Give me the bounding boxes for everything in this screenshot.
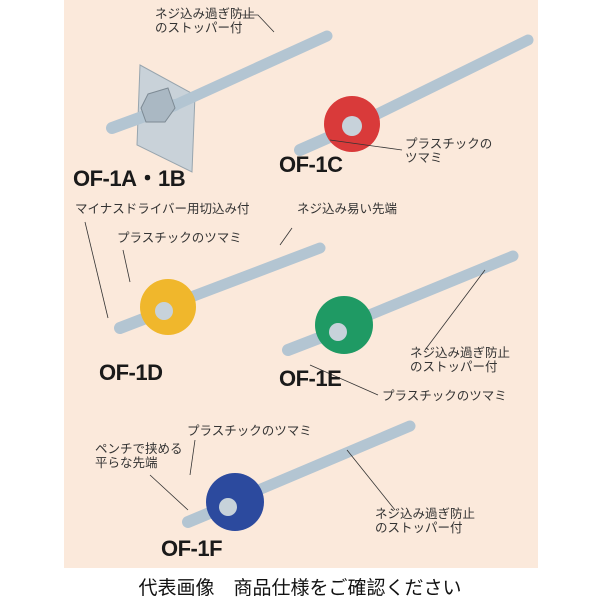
label-line: 平らな先端: [95, 455, 158, 470]
stopper-label-1f: ネジ込み過ぎ防止のストッパー付: [375, 507, 475, 535]
leader-lines: [84, 14, 486, 511]
anchor-bolt-of-1a-1b: [106, 30, 333, 173]
model-of-1f: OF-1F: [161, 536, 223, 561]
driver-slot-label: マイナスドライバー用切込み付: [75, 201, 250, 216]
model-of-1a-1b: OF-1A・1B: [73, 166, 186, 191]
knob-label-1e: プラスチックのツマミ: [382, 388, 507, 403]
label-line: プラスチックの: [405, 136, 493, 151]
anchor-bolt-of-1e: [282, 250, 519, 356]
anchor-bolt-of-1f: [182, 420, 416, 531]
model-of-1e: OF-1E: [279, 366, 342, 391]
label-line: ネジ込み過ぎ防止: [375, 506, 476, 521]
label-line: のストッパー付: [410, 359, 498, 374]
knob-label-1f: プラスチックのツマミ: [187, 423, 312, 438]
label-line: ネジ込み過ぎ防止: [410, 345, 511, 360]
knob-label-1d: プラスチックのツマミ: [117, 230, 242, 245]
label-line: のストッパー付: [375, 520, 463, 535]
label-line: ペンチで挟める: [95, 441, 183, 456]
stopper-label-1a: ネジ込み過ぎ防止のストッパー付: [155, 7, 255, 35]
anchor-bolt-of-1c: [294, 34, 534, 156]
anchor-bolt-of-1d: [114, 242, 326, 335]
label-line: ツマミ: [405, 150, 443, 165]
model-of-1c: OF-1C: [279, 152, 343, 177]
stopper-label-1e: ネジ込み過ぎ防止のストッパー付: [410, 346, 510, 374]
easy-tip-label: ネジ込み易い先端: [297, 201, 398, 216]
label-line: ネジ込み過ぎ防止: [155, 6, 256, 21]
model-of-1d: OF-1D: [99, 360, 163, 385]
label-line: のストッパー付: [155, 20, 243, 35]
knob-label-1c: プラスチックのツマミ: [405, 137, 492, 165]
flat-tip-label: ペンチで挟める平らな先端: [95, 442, 183, 470]
image-caption: 代表画像 商品仕様をご確認ください: [138, 577, 462, 599]
green-knob: [315, 296, 373, 354]
